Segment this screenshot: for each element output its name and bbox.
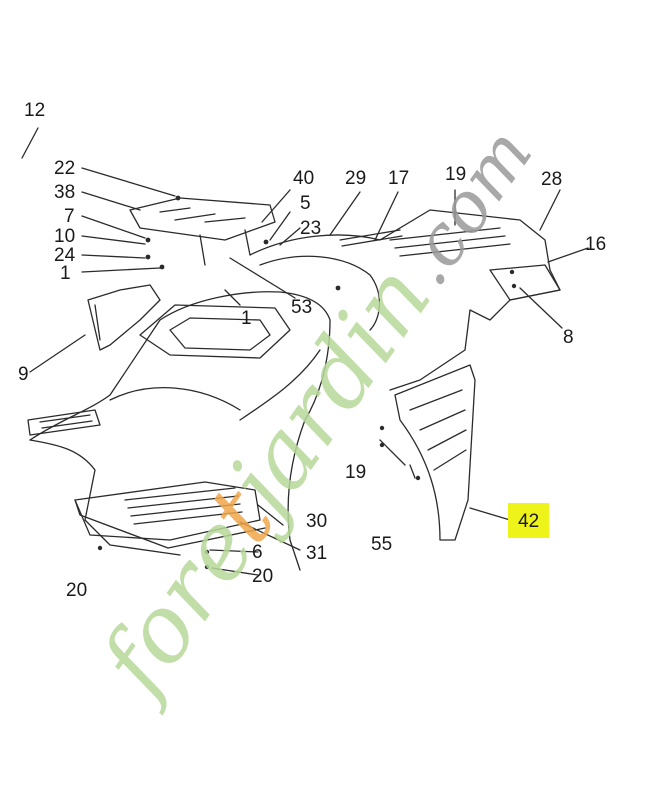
callout-42-highlighted: 42 xyxy=(508,503,550,538)
callout-23: 23 xyxy=(300,218,322,239)
fender-mid-ribs xyxy=(339,229,403,247)
callout-29: 29 xyxy=(345,168,367,189)
callout-24: 24 xyxy=(54,245,76,266)
callout-20-right: 20 xyxy=(252,566,274,587)
rear-wing-panel xyxy=(394,364,476,541)
fender-top-ribs xyxy=(389,227,511,257)
callout-16: 16 xyxy=(585,234,607,255)
body-front-edge xyxy=(29,439,181,556)
callout-28: 28 xyxy=(541,169,563,190)
watermark-text-com: .com xyxy=(384,114,549,300)
callout-6: 6 xyxy=(252,542,263,563)
bolt-16 xyxy=(509,269,515,275)
bolt-1 xyxy=(159,264,165,270)
callout-53: 53 xyxy=(291,297,313,318)
callout-8: 8 xyxy=(563,327,574,348)
callout-30: 30 xyxy=(306,511,328,532)
rear-wing-ribs xyxy=(409,389,467,471)
callout-22: 22 xyxy=(54,158,76,179)
top-bracket-legs xyxy=(199,229,251,266)
callout-20-left: 20 xyxy=(66,580,88,601)
leader-lines xyxy=(21,127,589,576)
step-plate xyxy=(74,481,261,541)
step-plate-ribs xyxy=(124,487,243,525)
bolt-6 xyxy=(204,549,210,555)
callout-7: 7 xyxy=(64,206,75,227)
left-rear-panel xyxy=(87,284,161,351)
callout-31: 31 xyxy=(306,543,328,564)
callout-40: 40 xyxy=(293,168,315,189)
body-inner-curve xyxy=(109,387,241,411)
main-body-outline xyxy=(29,291,331,571)
step-plate-edge xyxy=(74,499,266,549)
bolt-8 xyxy=(511,283,517,289)
body-side-crease xyxy=(239,349,321,421)
callout-19-top: 19 xyxy=(445,164,467,185)
clip-19c xyxy=(415,475,421,481)
fender-inner xyxy=(259,255,381,331)
bolt-24 xyxy=(145,254,151,260)
callout-10: 10 xyxy=(54,226,76,247)
bolt-10 xyxy=(145,237,151,243)
clip-19b xyxy=(379,442,385,448)
bolt-22 xyxy=(175,195,181,201)
body-seat-rim xyxy=(139,304,291,359)
top-bracket-slots xyxy=(159,207,246,223)
bolt-20b xyxy=(97,545,103,551)
body-seat-well xyxy=(169,317,271,351)
front-strip xyxy=(27,409,101,436)
bolt-20 xyxy=(204,564,210,570)
fender-rear-block xyxy=(489,264,561,301)
callout-9: 9 xyxy=(18,364,29,385)
bolt-23 xyxy=(263,239,269,245)
bolt-29 xyxy=(335,285,341,291)
callout-38: 38 xyxy=(54,182,76,203)
callout-55: 55 xyxy=(371,534,393,555)
callout-1-mid: 1 xyxy=(241,308,252,329)
callout-5: 5 xyxy=(300,193,311,214)
callout-1-top: 1 xyxy=(60,263,71,284)
clip-19a xyxy=(379,425,385,431)
callout-17: 17 xyxy=(388,168,410,189)
left-panel-fold xyxy=(94,304,101,341)
front-strip-lines xyxy=(39,414,93,429)
callout-19-lower: 19 xyxy=(345,462,367,483)
callout-12: 12 xyxy=(24,100,46,121)
fasteners xyxy=(97,195,517,570)
